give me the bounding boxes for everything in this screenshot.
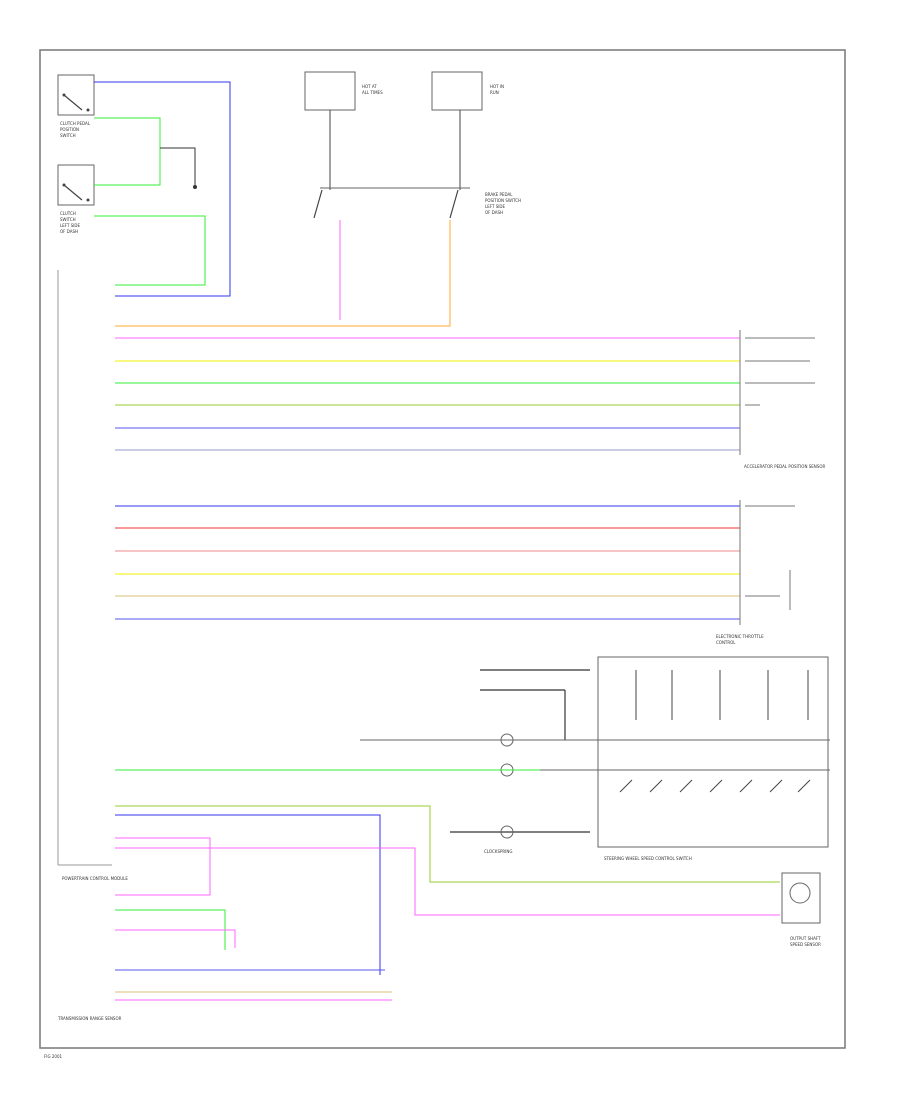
wire-green-left-2 [94,215,206,286]
svg-text:SWITCH: SWITCH [60,133,76,138]
svg-text:HOT AT: HOT AT [362,84,377,89]
svg-text:POSITION: POSITION [60,127,79,132]
svg-text:ALL TIMES: ALL TIMES [362,90,383,95]
diagram-frame [39,49,846,1049]
wire-blue-left [94,81,231,297]
svg-text:BRAKE PEDAL: BRAKE PEDAL [485,192,513,197]
fuse-box-top: HOT AT ALL TIMES HOT IN RUN [304,71,504,190]
svg-text:LEFT SIDE: LEFT SIDE [60,223,81,228]
svg-text:OUTPUT SHAFT: OUTPUT SHAFT [790,936,821,941]
svg-text:SWITCH: SWITCH [60,217,76,222]
lower-wires [115,769,780,1001]
svg-text:CONTROL: CONTROL [716,640,736,645]
svg-text:OF DASH: OF DASH [485,210,503,215]
wire-orange-brake [115,220,451,327]
svg-text:RUN: RUN [490,90,499,95]
svg-text:HOT IN: HOT IN [490,84,504,89]
svg-text:CLUTCH: CLUTCH [60,211,76,216]
svg-text:SPEED SENSOR: SPEED SENSOR [790,942,821,947]
footer-code: FIG 2001 [44,1054,62,1059]
svg-text:OF DASH: OF DASH [60,229,78,234]
svg-text:STEERING WHEEL SPEED CONTROL S: STEERING WHEEL SPEED CONTROL SWITCH [604,856,692,861]
label-trans-range: TRANSMISSION RANGE SENSOR [57,1016,122,1021]
brake-switch: BRAKE PEDAL POSITION SWITCH LEFT SIDE OF… [313,187,521,219]
label-accel-pedal: ACCELERATOR PEDAL POSITION SENSOR [744,464,825,469]
svg-text:LEFT SIDE: LEFT SIDE [485,204,506,209]
output-shaft-sensor: OUTPUT SHAFT SPEED SENSOR [781,872,821,947]
right-connectors [739,330,815,625]
steering-switch-box: ELECTRONIC THROTTLE CONTROL CLOCKSPRING … [360,634,830,861]
svg-text:POSITION SWITCH: POSITION SWITCH [485,198,521,203]
svg-text:CLUTCH PEDAL: CLUTCH PEDAL [60,121,91,126]
bus-wires [115,337,740,620]
svg-text:CLOCKSPRING: CLOCKSPRING [484,849,512,854]
wire-black-splice [160,147,196,185]
wire-green-left-1 [94,117,161,186]
svg-text:ELECTRONIC THROTTLE: ELECTRONIC THROTTLE [716,634,764,639]
clutch-switch-group: CLUTCH PEDAL POSITION SWITCH CLUTCH SWIT… [57,74,95,234]
label-pcm: POWERTRAIN CONTROL MODULE [62,876,128,881]
